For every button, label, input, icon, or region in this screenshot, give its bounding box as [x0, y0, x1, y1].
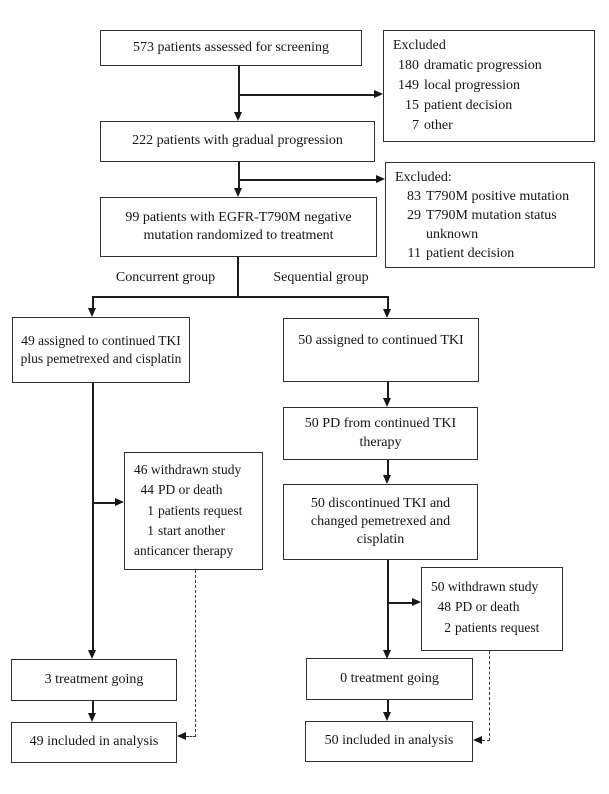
connector-gradual-to-randomized — [238, 162, 240, 190]
arrowhead-screening-to-gradual — [234, 112, 242, 121]
excluded-randomization-item: 11 patient decision — [407, 246, 515, 262]
arrowhead-pd-to-discontinued — [383, 475, 391, 484]
box-withdrawn-concurrent: 46 withdrawn study 44 PD or death 1 pati… — [124, 452, 263, 570]
connector-split-horizontal — [92, 296, 389, 298]
box-randomized: 99 patients with EGFR-T790M negative mut… — [100, 197, 377, 257]
label-sequential-group: Sequential group — [273, 270, 369, 285]
arrowhead-treatment-to-analysis-sequential — [383, 712, 391, 721]
withdrawn-concurrent-lead: 46 withdrawn study — [134, 462, 242, 477]
arrowhead-split-to-concurrent — [88, 308, 96, 317]
connector-pd-to-discontinued — [387, 460, 389, 477]
arrowhead-to-excluded-screening — [374, 90, 383, 98]
box-discontinued-line1: 50 discontinued TKI and — [310, 495, 451, 511]
box-discontinued-sequential: 50 discontinued TKI and changed pemetrex… — [283, 484, 478, 560]
box-discontinued-line2: changed pemetrexed and — [310, 513, 451, 529]
excluded-screening-item: 180 dramatic progression — [398, 57, 542, 73]
box-excluded-screening: Excluded 180 dramatic progression 149 lo… — [383, 30, 595, 142]
connector-split-to-sequential — [387, 296, 389, 311]
connector-assigned-to-pd — [387, 382, 389, 400]
connector-sequential-main — [387, 560, 389, 652]
excluded-screening-item: 7 other — [412, 117, 453, 133]
withdrawn-concurrent-item: 1 patients request — [147, 502, 243, 518]
box-gradual-progression: 222 patients with gradual progression — [100, 121, 375, 162]
box-pd-sequential-line1: 50 PD from continued TKI — [304, 416, 457, 432]
box-pd-sequential: 50 PD from continued TKI therapy — [283, 407, 478, 460]
box-randomized-line1: 99 patients with EGFR-T790M negative — [125, 209, 352, 225]
treatment-going-sequential-text: 0 treatment going — [340, 670, 439, 686]
connector-concurrent-main — [92, 383, 94, 652]
withdrawn-sequential-item: 48 PD or death — [437, 599, 520, 615]
excluded-screening-title: Excluded — [393, 38, 446, 53]
withdrawn-sequential-item: 2 patients request — [444, 619, 540, 635]
arrowhead-concurrent-to-treatment — [88, 650, 96, 659]
analysis-sequential-text: 50 included in analysis — [324, 733, 454, 749]
connector-to-excluded-randomization — [238, 179, 376, 181]
excluded-randomization-item: 29 T790M mutation status unknown — [407, 208, 557, 243]
arrowhead-split-to-sequential — [383, 309, 391, 318]
box-withdrawn-sequential: 50 withdrawn study 48 PD or death 2 pati… — [421, 567, 563, 651]
arrowhead-withdrawn-to-analysis-sequential — [473, 736, 482, 744]
arrowhead-assigned-to-pd — [383, 398, 391, 407]
withdrawn-sequential-lead: 50 withdrawn study — [431, 579, 539, 594]
box-randomized-line2: mutation randomized to treatment — [143, 228, 334, 243]
connector-to-excluded-screening — [238, 94, 375, 96]
withdrawn-concurrent-item: 1 start another — [147, 522, 226, 538]
excluded-screening-item: 149 local progression — [398, 77, 521, 93]
arrowhead-treatment-to-analysis-concurrent — [88, 713, 96, 722]
arrowhead-to-withdrawn-concurrent — [115, 498, 124, 506]
connector-split-to-concurrent — [92, 296, 94, 310]
arrowhead-withdrawn-to-analysis-concurrent — [177, 732, 186, 740]
arrowhead-to-withdrawn-sequential — [412, 598, 421, 606]
withdrawn-concurrent-continuation: anticancer therapy — [134, 543, 234, 558]
box-assigned-sequential: 50 assigned to continued TKI — [283, 318, 479, 382]
dashed-connector-withdrawn-sequential-vertical — [489, 651, 490, 741]
connector-to-withdrawn-sequential — [387, 602, 413, 604]
box-analysis-concurrent: 49 included in analysis — [11, 722, 177, 763]
excluded-screening-item: 15 patient decision — [405, 97, 513, 113]
box-assigned-concurrent: 49 assigned to continued TKI plus pemetr… — [12, 317, 190, 383]
excluded-randomization-title: Excluded: — [395, 170, 452, 185]
label-concurrent-group: Concurrent group — [115, 270, 216, 285]
box-screening: 573 patients assessed for screening — [100, 30, 362, 66]
dashed-connector-withdrawn-concurrent-horizontal — [186, 736, 196, 737]
connector-to-withdrawn-concurrent — [92, 502, 116, 504]
box-assigned-concurrent-line2: plus pemetrexed and cisplatin — [20, 351, 182, 366]
arrowhead-gradual-to-randomized — [234, 188, 242, 197]
treatment-going-concurrent-text: 3 treatment going — [44, 671, 144, 687]
box-assigned-concurrent-line1: 49 assigned to continued TKI — [21, 333, 181, 349]
connector-screening-to-gradual — [238, 66, 240, 113]
excluded-randomization-item: 83 T790M positive mutation — [407, 189, 570, 205]
connector-treatment-to-analysis-concurrent — [92, 701, 94, 715]
box-gradual-text: 222 patients with gradual progression — [132, 133, 343, 149]
withdrawn-concurrent-item: 44 PD or death — [140, 482, 223, 498]
box-excluded-randomization: Excluded: 83 T790M positive mutation 29 … — [385, 162, 595, 268]
arrowhead-to-excluded-randomization — [376, 175, 385, 183]
connector-treatment-to-analysis-sequential — [387, 700, 389, 714]
box-discontinued-line3: cisplatin — [356, 532, 405, 548]
arrowhead-sequential-to-treatment — [383, 650, 391, 659]
box-assigned-sequential-text: 50 assigned to continued TKI — [298, 333, 464, 348]
box-pd-sequential-line2: therapy — [359, 434, 402, 450]
box-treatment-going-sequential: 0 treatment going — [306, 658, 473, 700]
box-analysis-sequential: 50 included in analysis — [305, 721, 473, 762]
dashed-connector-withdrawn-concurrent-vertical — [195, 570, 196, 737]
analysis-concurrent-text: 49 included in analysis — [29, 734, 159, 750]
box-treatment-going-concurrent: 3 treatment going — [11, 659, 177, 701]
box-screening-text: 573 patients assessed for screening — [133, 39, 329, 55]
dashed-connector-withdrawn-sequential-horizontal — [482, 740, 490, 741]
connector-randomized-to-split — [237, 257, 239, 298]
